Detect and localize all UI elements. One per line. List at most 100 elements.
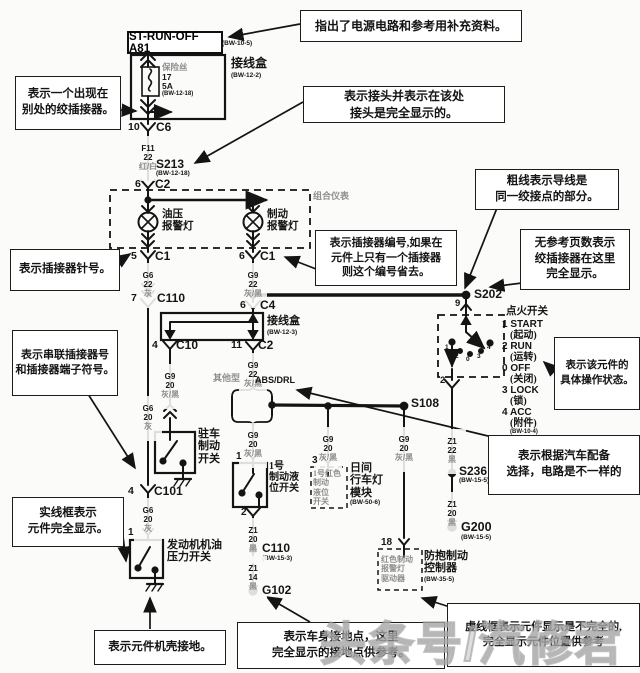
power-source-ref: (BW-10-5) (222, 40, 253, 47)
pin-2-ignition: 2 (440, 375, 446, 386)
splice-s236-ref: (BW-15-5) (459, 477, 490, 484)
ignition-ref: (BW-10-4) (510, 429, 538, 435)
connector-c2b: C2 (258, 338, 274, 352)
callout-splice-elsewhere: 表示一个出现在 别处的绞插接器。 (15, 76, 121, 130)
splice-s202: S202 (474, 287, 503, 301)
fuse-rating: 5A (162, 81, 173, 91)
fluid-level-switch-label: 1号 制动液 位开关 (269, 461, 299, 495)
abs-controller-label: 防抱制动 控制器 (424, 550, 468, 575)
instrument-cluster-box (109, 189, 311, 249)
connector-c1-left: C1 (155, 249, 171, 263)
junction-box-top-ref: (BW-12-2) (231, 72, 262, 79)
abs-inner-label: 红色制动 报警灯 驱动器 (381, 555, 413, 583)
callout-arrows (87, 23, 560, 629)
ignition-dot-3: 3 (477, 353, 481, 360)
connector-c6: C6 (156, 120, 172, 134)
splice-trunk-wire (270, 403, 406, 408)
connector-c101: C101 (154, 484, 183, 498)
pin-4-c10: 4 (152, 339, 158, 351)
ignition-pos-acc-cn: (附件) (510, 418, 537, 429)
drl-module-label: 日间 行车灯 模块 (350, 462, 383, 499)
ignition-dot-1: 1 (445, 344, 449, 351)
fuse-number: 17 (162, 72, 172, 82)
variant-absdrl-label: ABS/DRL (255, 375, 295, 385)
ground-g200-ref: (BW-15-5) (461, 534, 492, 541)
pin-4-c101: 4 (128, 485, 134, 497)
park-brake-switch-box (153, 430, 197, 475)
fluid-switch-contact-icon (238, 462, 263, 508)
ignition-pos-lock-cn: (锁) (510, 396, 527, 407)
fuse-label: 保险丝 (162, 62, 188, 72)
oil-switch-contact-icon (134, 546, 165, 592)
power-source-label: ST-RUN-OFF A81 (129, 30, 199, 55)
callout-case-ground: 表示元件机壳接地。 (94, 630, 226, 665)
callout-solid-box: 实线框表示 元件完全显示。 (12, 497, 124, 547)
junction-box-top-label: 接线盒 (231, 56, 268, 70)
pin-6-c4: 6 (240, 299, 246, 311)
drl-inner-label: 1号红色 制动 液位 开关 (313, 469, 341, 507)
ground-g102-label: G102 (262, 583, 292, 597)
callout-equipment-variant: 表示根据汽车配备 选择，电路是不一样的 (488, 435, 640, 495)
callout-switch-states: 表示该元件的 具体操作状态。 (554, 337, 640, 410)
ignition-pos-off-cn: (关闭) (510, 374, 537, 385)
ignition-pos-lock: 3 LOCK (502, 385, 539, 396)
pin-1-fluid: 1 (236, 451, 242, 462)
connector-c110: C110 (157, 291, 186, 305)
callout-pin-number: 表示插接器针号。 (10, 249, 120, 291)
ignition-dot-4: 4 (487, 344, 491, 351)
junction-box-top (129, 53, 227, 121)
splice-s236: S236 (459, 464, 488, 478)
pin-9-ignition: 9 (455, 298, 461, 309)
ignition-pos-run-cn: (运转) (510, 352, 537, 363)
oil-lamp-label: 油压 报警灯 (162, 209, 194, 232)
abs-controller-ref: (BW-35-5) (424, 576, 455, 583)
fuse-icon (141, 66, 160, 97)
junction-box-mid-ref: (BW-12-3) (267, 329, 298, 336)
ignition-dot-2: 2 (455, 353, 459, 360)
ignition-pos-run: 2 RUN (502, 341, 533, 352)
splice-s213: S213 (156, 157, 185, 171)
callout-splice-shown: 表示接头并表示在该处 接头是完全显示的。 (303, 86, 505, 123)
pin-10: 10 (128, 121, 140, 133)
oil-pressure-switch-box (128, 538, 165, 580)
splice-s108: S108 (411, 396, 440, 410)
pin-1-oil: 1 (128, 527, 134, 538)
fuse-ref: (BW-12-18) (162, 91, 194, 97)
fluid-level-switch-box (231, 461, 269, 509)
ignition-pos-start: 1 START (502, 319, 543, 330)
pin-7: 7 (131, 292, 137, 304)
abs-controller-box (377, 548, 423, 591)
connector-c2: C2 (155, 177, 171, 191)
connector-c110b: C110 (262, 541, 291, 555)
junction-box-mid-label: 接线盒 (267, 315, 300, 327)
pin-11: 11 (231, 339, 243, 351)
connector-c1-right: C1 (260, 249, 276, 263)
oil-pressure-switch-label: 发动机机油 压力开关 (167, 539, 222, 564)
power-source-box: ST-RUN-OFF A81 (127, 30, 223, 55)
drl-module-ref: (BW-50-6) (350, 499, 381, 506)
junction-box-mid (159, 311, 265, 342)
connector-c110-icon (140, 298, 156, 486)
ignition-contact-icon (444, 314, 494, 381)
park-switch-contact-icon (159, 440, 193, 487)
pin-2-fluid: 2 (241, 507, 247, 518)
callout-power-note: 指出了电源电路和参考用补充资料。 (300, 10, 522, 42)
ignition-dot-0: 0 (466, 356, 470, 363)
pin-5: 5 (131, 250, 137, 262)
callout-inline-connector: 表示串联插接器号 和插接器端子符号。 (12, 330, 118, 396)
pin-18-abs: 18 (381, 537, 393, 548)
connector-c10: C10 (176, 338, 199, 352)
pin-6-c2: 6 (135, 178, 141, 190)
ignition-pos-acc: 4 ACC (502, 407, 532, 418)
